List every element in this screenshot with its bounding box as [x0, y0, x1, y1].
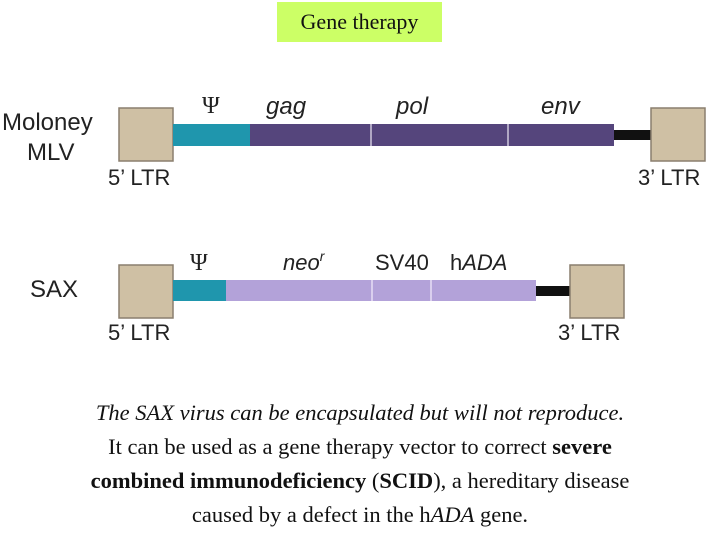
gene-label-gag: gag — [266, 93, 307, 120]
caption-ada-italic: ADA — [430, 502, 475, 527]
gene-label-pol: pol — [395, 93, 429, 120]
moloney-5-ltr-label: 5’ LTR — [108, 165, 170, 190]
gene-label-neor: neor — [283, 248, 326, 275]
hada-gene: ADA — [460, 250, 507, 275]
sax-gene-bar — [226, 280, 536, 301]
caption-line4: caused by a defect in the hADA gene. — [10, 498, 710, 532]
sax-5-ltr-box — [118, 264, 174, 319]
slide-title: Gene therapy — [277, 2, 442, 42]
moloney-psi-symbol: Ψ — [202, 93, 220, 119]
moloney-gene-bar — [250, 124, 614, 146]
caption-line3: combined immunodeficiency (SCID), a here… — [10, 464, 710, 498]
sax-5-ltr-label: 5’ LTR — [108, 320, 170, 345]
caption-line3-rest: ), a hereditary disease — [433, 468, 630, 493]
sax-3-ltr-box — [569, 264, 625, 319]
caption-line3-bold: combined immunodeficiency — [90, 468, 367, 493]
gene-label-env: env — [541, 93, 582, 120]
caption-scid: SCID — [379, 468, 434, 493]
caption-line2-bold: severe — [552, 434, 612, 459]
sax-psi-segment — [173, 280, 226, 301]
caption-line4-text: caused by a defect in the h — [191, 502, 431, 527]
sax-label: SAX — [30, 276, 78, 303]
gene-label-sv40: SV40 — [375, 250, 429, 275]
caption-line1: The SAX virus can be encapsulated but wi… — [10, 396, 710, 430]
moloney-3-ltr-box — [650, 107, 706, 162]
moloney-mlv-construct: Moloney MLV Ψ gag pol env 5’ LTR 3’ LTR — [2, 93, 706, 190]
gene-label-hada: hADA — [450, 250, 508, 275]
moloney-5-ltr-box — [118, 107, 174, 162]
sax-construct: SAX Ψ neor SV40 hADA 5’ LTR 3’ LTR — [30, 248, 625, 345]
caption-line2: It can be used as a gene therapy vector … — [10, 430, 710, 464]
moloney-label-line1: Moloney — [2, 109, 93, 136]
moloney-3-ltr-label: 3’ LTR — [638, 165, 700, 190]
moloney-label-line2: MLV — [27, 139, 75, 166]
caption-line4-end: gene. — [474, 502, 529, 527]
sax-3-ltr-label: 3’ LTR — [558, 320, 620, 345]
moloney-linker — [614, 130, 651, 140]
sax-linker — [536, 286, 570, 296]
caption: The SAX virus can be encapsulated but wi… — [10, 396, 710, 532]
vector-diagram: Moloney MLV Ψ gag pol env 5’ LTR 3’ LTR … — [2, 93, 706, 345]
moloney-psi-segment — [173, 124, 250, 146]
neo-text: neo — [283, 250, 320, 275]
hada-prefix: h — [450, 250, 462, 275]
caption-line2-text: It can be used as a gene therapy vector … — [108, 434, 553, 459]
caption-line3-paren: ( — [366, 468, 380, 493]
neo-superscript: r — [320, 248, 326, 264]
caption-line1-text: The SAX virus can be encapsulated but wi… — [95, 400, 625, 425]
sax-psi-symbol: Ψ — [190, 250, 208, 276]
